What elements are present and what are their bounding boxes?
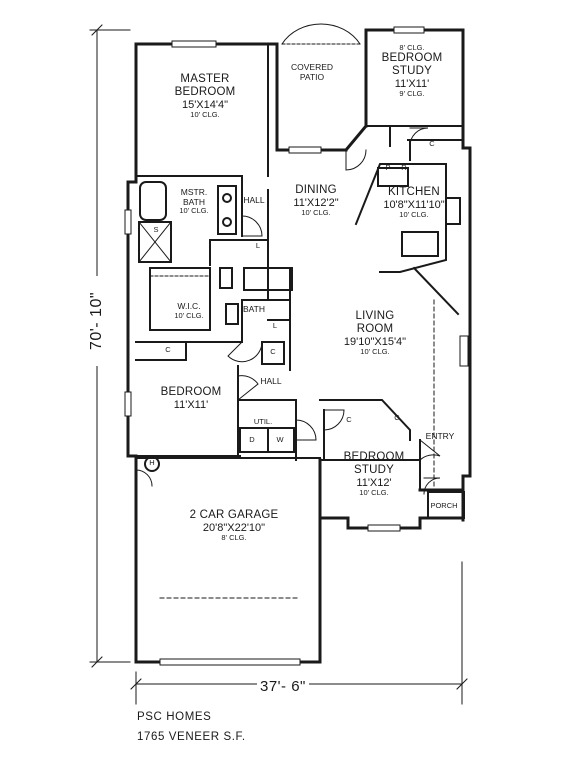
hall-upper-label: HALL [243,195,265,205]
linen-symbol-upper: L [255,241,261,250]
master-bedroom-name: MASTER BEDROOM [174,73,236,98]
bedroom-study-bottom-ceiling: 10' CLG. [359,488,389,498]
garage-ceiling: 8' CLG. [221,533,247,543]
overall-depth-dimension: 70'- 10" [88,276,106,366]
kitchen-ceiling: 10' CLG. [399,210,429,220]
bedroom-name: BEDROOM [160,386,222,398]
wic-label: W.I.C. 10' CLG. [174,301,204,320]
closet-symbol-bedroom: C [165,345,171,354]
covered-patio-label: COVERED PATIO [290,62,334,82]
bedroom-dims: 11'X11' [173,398,209,411]
util-label: UTIL. [253,417,273,426]
living-room-dims: 19'10"X15'4" [343,335,407,348]
dining-dims: 11'X12'2" [293,196,339,209]
kitchen-name: KITCHEN [388,186,440,198]
dining-name: DINING [295,184,337,196]
mstr-bath-label: MSTR. BATH 10' CLG. [179,187,209,216]
living-room-ceiling: 10' CLG. [360,347,390,357]
kitchen-dims: 10'8"X11'10" [383,198,445,211]
spec-caption: 1765 VENEER S.F. [137,731,246,743]
kitchen-label: KITCHEN 10'8"X11'10" 10' CLG. [383,186,444,220]
master-bedroom-label: MASTER BEDROOM 15'X14'4" 10' CLG. [175,73,236,119]
door-swings [135,23,441,495]
mstr-bath-name: MSTR. BATH [180,187,208,207]
bedroom-study-top-name: BEDROOM STUDY [381,52,443,78]
garage-label: 2 CAR GARAGE 20'8"X22'10" 8' CLG. [190,509,279,543]
bedroom-study-top-ceiling: 9' CLG. [399,89,425,99]
bedroom-study-bottom-label: BEDROOM STUDY 11'X12' 10' CLG. [344,451,405,497]
interior-walls [135,43,465,519]
living-room-label: LIVING ROOM 19'10"X15'4" 10' CLG. [344,310,406,356]
windows [124,26,469,666]
dryer-symbol: D [249,435,255,444]
refrigerator-symbol: R [401,163,407,172]
garage-dims: 20'8"X22'10" [202,521,266,534]
porch-label: PORCH [430,501,458,510]
closet-symbol-study-bottom-b: C [394,413,400,422]
garage-name: 2 CAR GARAGE [189,509,279,521]
closet-symbol-study: C [429,139,435,148]
water-heater-symbol: H [149,458,155,467]
closet-symbol-study-bottom-a: C [346,415,352,424]
shower-symbol: S [153,225,159,234]
linen-symbol-lower: L [272,321,278,330]
bedroom-study-bottom-dims: 11'X12' [356,476,392,489]
dining-ceiling: 10' CLG. [301,208,331,218]
overall-width-dimension: 37'- 6" [257,678,309,695]
master-bedroom-ceiling: 10' CLG. [190,110,220,120]
bedroom-study-top-dims: 11'X11' [394,78,430,91]
living-room-name: LIVING ROOM [355,310,395,335]
closet-symbol-hall: C [270,347,276,356]
dining-label: DINING 11'X12'2" 10' CLG. [293,184,338,218]
hall-lower-label: HALL [260,376,282,386]
entry-label: ENTRY [425,431,455,441]
bath-label: BATH [242,304,266,314]
bedroom-label: BEDROOM 11'X11' [161,386,222,411]
bedroom-study-bottom-name: BEDROOM STUDY [343,451,405,476]
wic-name: W.I.C. [177,301,201,311]
exterior-walls [126,28,472,664]
wic-ceiling: 10' CLG. [174,310,204,320]
pantry-symbol: P [385,163,391,172]
mstr-bath-ceiling: 10' CLG. [179,206,209,216]
bedroom-study-top-label: 8' CLG. BEDROOM STUDY 11'X11' 9' CLG. [381,43,443,99]
master-bedroom-dims: 15'X14'4" [181,98,229,111]
bedroom-study-top-ceiling-upper: 8' CLG. [399,43,425,52]
washer-symbol: W [276,435,284,444]
builder-caption: PSC HOMES [137,711,212,723]
